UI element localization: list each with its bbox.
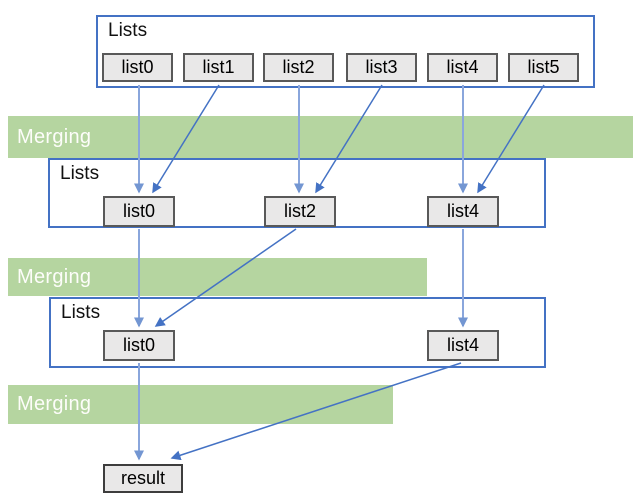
stage1-lists-box: Lists [96,15,595,88]
stage2-item-list0: list0 [103,196,175,227]
merging-bar-3: Merging [8,385,393,424]
stage1-item-list1: list1 [183,53,254,82]
stage1-lists-label: Lists [108,20,148,41]
stage2-lists-label: Lists [60,163,100,184]
stage2-item-list4: list4 [427,196,499,227]
stage1-item-list5: list5 [508,53,579,82]
stage2-item-list2: list2 [264,196,336,227]
stage1-item-list3: list3 [346,53,417,82]
stage1-item-list4: list4 [427,53,498,82]
merging-bar-2: Merging [8,258,427,296]
stage3-item-list0: list0 [103,330,175,361]
stage3-item-list4: list4 [427,330,499,361]
stage3-lists-label: Lists [61,302,101,323]
result-box: result [103,464,183,493]
stage1-item-list2: list2 [263,53,334,82]
merging-bar-1: Merging [8,116,633,158]
stage1-item-list0: list0 [102,53,173,82]
merging-bar-1-label: Merging [17,125,92,148]
merging-bar-2-label: Merging [17,265,92,288]
merging-bar-3-label: Merging [17,393,92,415]
